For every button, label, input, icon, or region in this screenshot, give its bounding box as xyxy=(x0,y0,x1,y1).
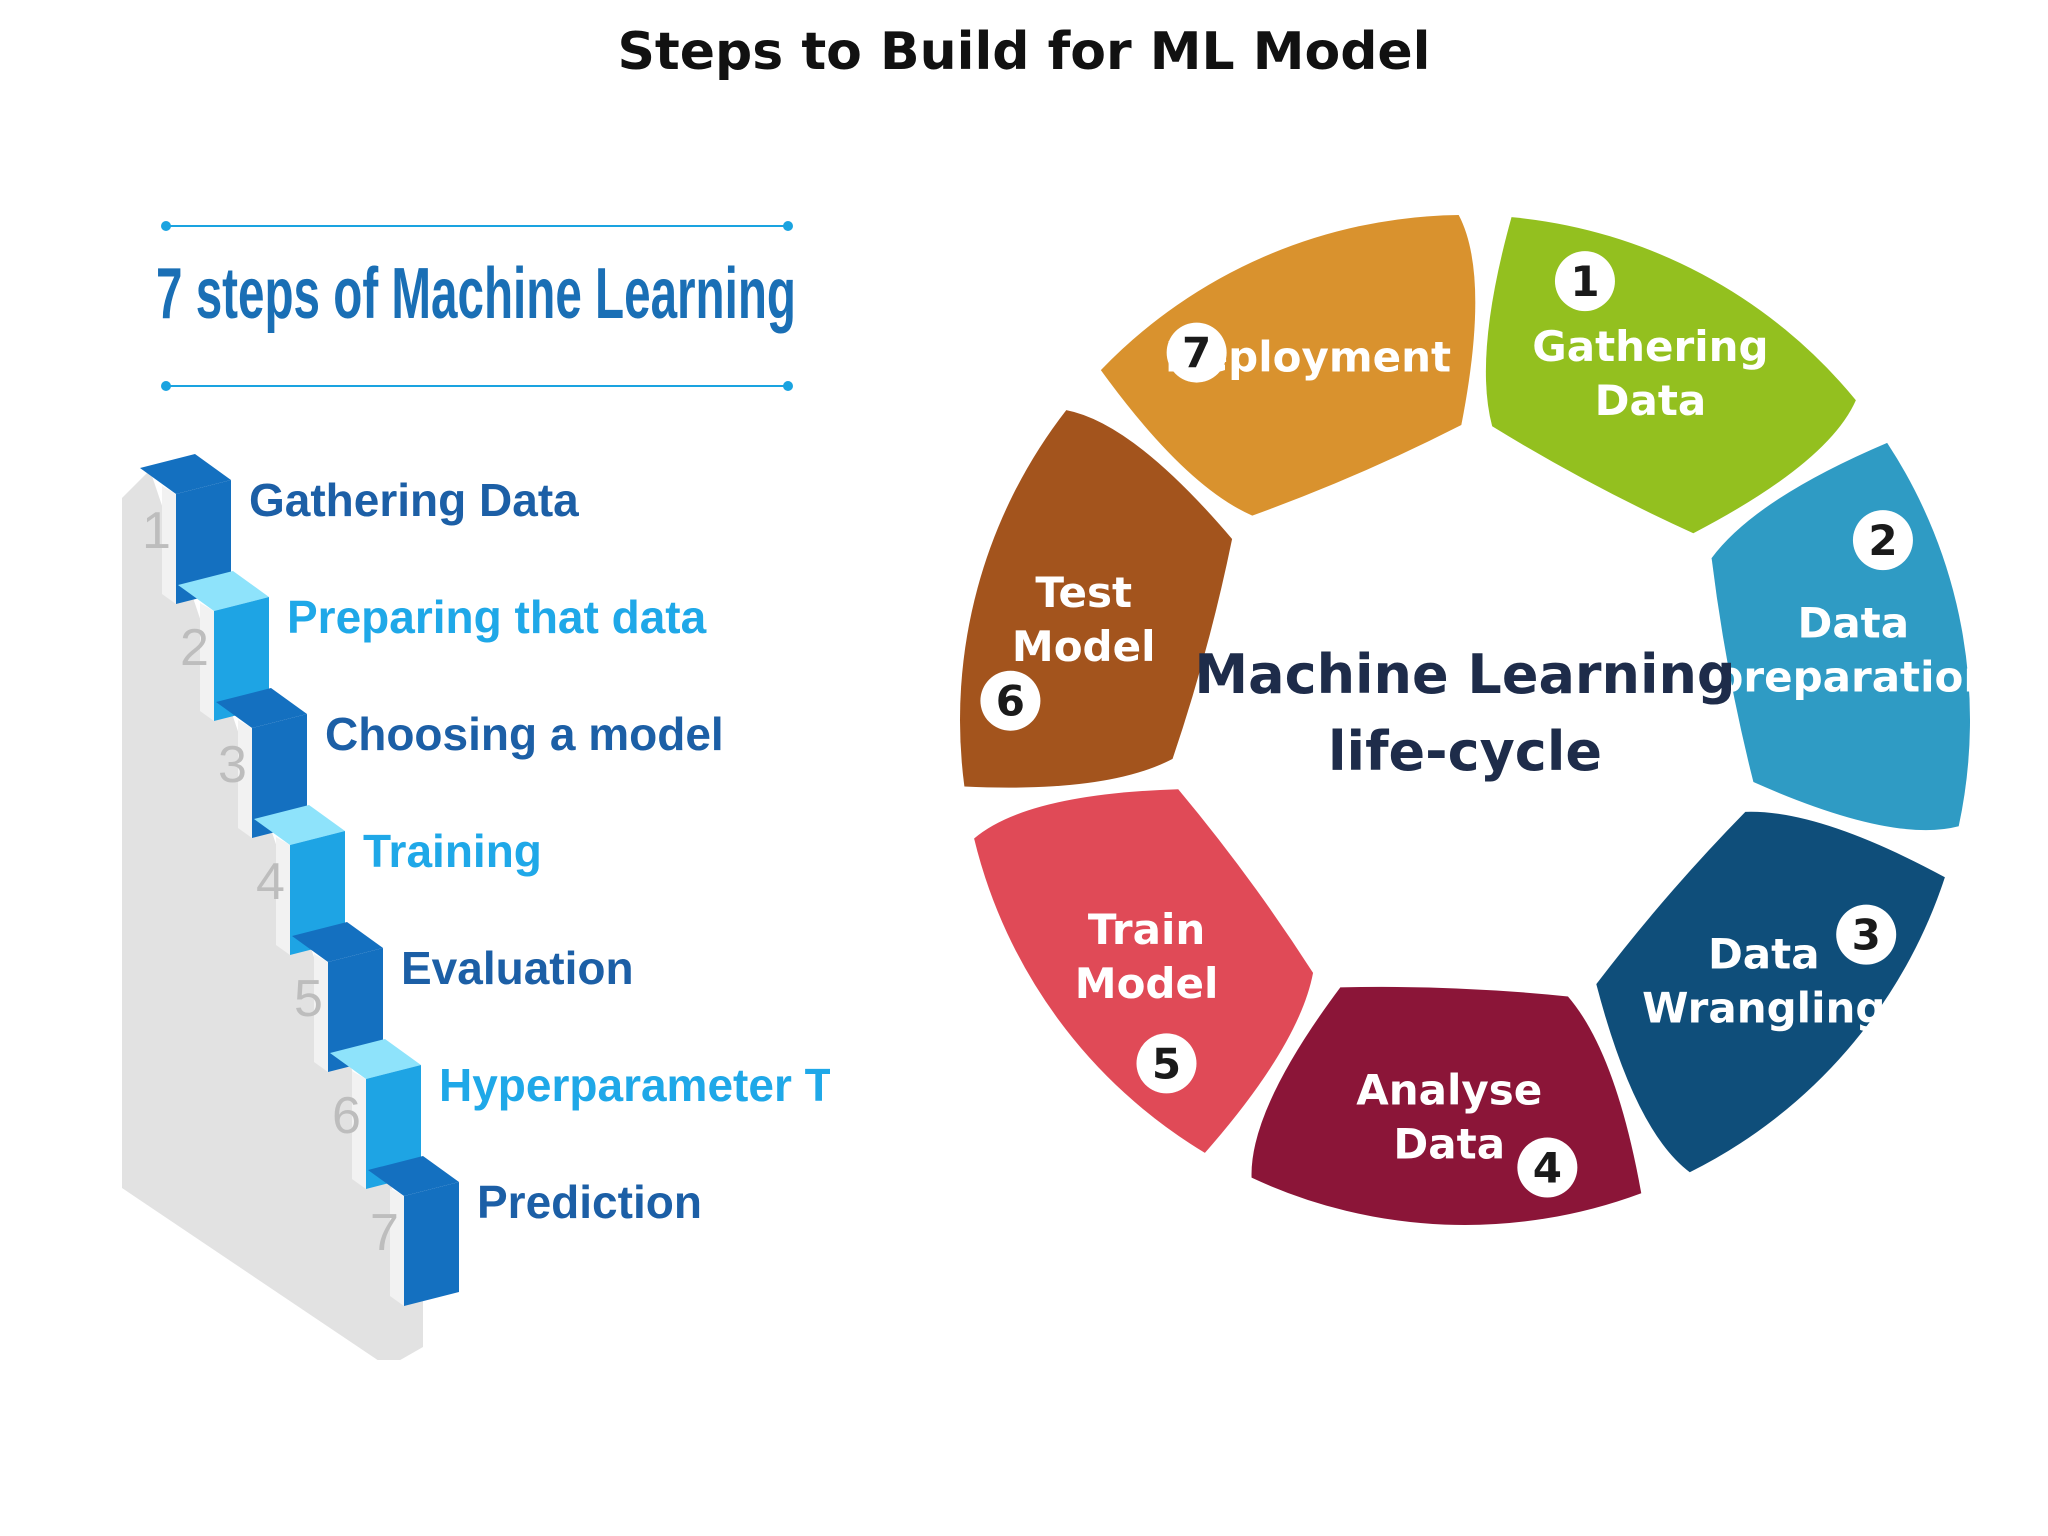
segment-number-badge xyxy=(1166,322,1227,383)
stair-tread xyxy=(140,454,231,494)
stair-riser xyxy=(366,1065,421,1189)
stair-step-1: 1 Gathering Data xyxy=(140,454,579,604)
slide-title: Steps to Build for ML Model xyxy=(617,22,1431,82)
segment-2: Data preparation 2 xyxy=(1711,442,1990,831)
segment-number: 1 xyxy=(1570,257,1599,306)
heading-rule-bottom xyxy=(161,381,793,391)
segment-number: 5 xyxy=(1152,1039,1181,1088)
step-label: Evaluation xyxy=(401,942,634,994)
stair-step-5: 5 Evaluation xyxy=(292,922,634,1072)
stair-face xyxy=(162,486,176,604)
segment-number-badge xyxy=(1517,1137,1578,1198)
step-label: Gathering Data xyxy=(249,474,579,526)
segment-label-line2: Wrangling xyxy=(1642,983,1885,1032)
stair-tread xyxy=(330,1039,421,1079)
stair-face xyxy=(390,1188,404,1306)
segment-number-badge xyxy=(1554,251,1615,312)
step-label: Hyperparameter Tuning xyxy=(439,1059,830,1111)
segment-number: 7 xyxy=(1182,329,1211,378)
segment-label-line1: Analyse xyxy=(1356,1066,1542,1115)
step-label: Choosing a model xyxy=(325,708,724,760)
stair-riser xyxy=(328,948,383,1072)
segment-label-line2: Model xyxy=(1075,959,1219,1008)
segment-label-line1: Train xyxy=(1088,905,1205,954)
stair-tread xyxy=(254,805,345,845)
staircase: 1 Gathering Data 2 Preparing that data 3 Choo… xyxy=(122,454,830,1360)
segment-number-badge xyxy=(1136,1033,1197,1094)
stair-step-6: 6 Hyperparameter Tuning xyxy=(330,1039,830,1189)
stair-riser xyxy=(176,480,231,604)
step-number: 2 xyxy=(180,619,209,677)
segment-number: 4 xyxy=(1533,1143,1562,1192)
stair-tread xyxy=(368,1156,459,1196)
step-label: Preparing that data xyxy=(287,591,707,643)
stair-step-4: 4 Training xyxy=(254,805,542,955)
segment-number: 6 xyxy=(996,677,1025,726)
stair-riser xyxy=(290,831,345,955)
step-number: 7 xyxy=(370,1204,399,1262)
segment-number-badge xyxy=(980,670,1041,731)
staircase-side-wall xyxy=(122,470,423,1360)
stair-face xyxy=(352,1071,366,1189)
step-number: 4 xyxy=(256,853,285,911)
segment-shape xyxy=(974,789,1314,1153)
ml-lifecycle-diagram: GatheringData1Datapreparation2DataWrangl… xyxy=(960,215,1990,1226)
segment-label-line1: Data xyxy=(1708,929,1820,978)
segment-number: 2 xyxy=(1868,516,1897,565)
stair-step-3: 3 Choosing a model xyxy=(216,688,724,838)
stair-tread xyxy=(292,922,383,962)
stair-step-2: 2 Preparing that data xyxy=(178,571,707,721)
heading-rule-top xyxy=(161,221,793,231)
center-title-line1: Machine Learning xyxy=(1194,643,1735,706)
stair-riser xyxy=(404,1182,459,1306)
stair-face xyxy=(276,837,290,955)
stair-face xyxy=(238,720,252,838)
step-label: Prediction xyxy=(477,1176,702,1228)
step-number: 6 xyxy=(332,1087,361,1145)
step-number: 3 xyxy=(218,736,247,794)
segment-shape xyxy=(1596,811,1945,1173)
center-title-line2: life-cycle xyxy=(1328,720,1602,783)
segment-label-line2: preparation xyxy=(1713,653,1990,702)
step-number: 1 xyxy=(142,502,171,560)
segment-label-line2: Model xyxy=(1012,622,1156,671)
stair-tread xyxy=(178,571,269,611)
segment-label-line2: Data xyxy=(1595,376,1707,425)
segment-label-line1: Gathering xyxy=(1532,322,1768,371)
stair-tread xyxy=(216,688,307,728)
step-label: Training xyxy=(363,825,542,877)
segment-number-badge xyxy=(1852,510,1913,571)
segment-number-badge xyxy=(1836,904,1897,965)
lifecycle-segments: GatheringData1Datapreparation2DataWrangl… xyxy=(960,215,1990,1226)
stair-riser xyxy=(252,714,307,838)
segment-label-line1: Data xyxy=(1797,599,1909,648)
steps-heading: 7 steps of Machine Learning xyxy=(156,254,796,334)
stair-riser xyxy=(214,597,269,721)
ml-steps-infographic: 7 steps of Machine Learning 1 Gathering D… xyxy=(122,221,830,1360)
segment-label-line2: Data xyxy=(1393,1120,1505,1169)
stair-face xyxy=(200,603,214,721)
segment-label-line1: Test xyxy=(1035,568,1132,617)
stair-step-7: 7 Prediction xyxy=(368,1156,702,1306)
step-number: 5 xyxy=(294,970,323,1028)
segment-number: 3 xyxy=(1852,911,1881,960)
segment-shape xyxy=(1100,215,1476,516)
stair-face xyxy=(314,954,328,1072)
